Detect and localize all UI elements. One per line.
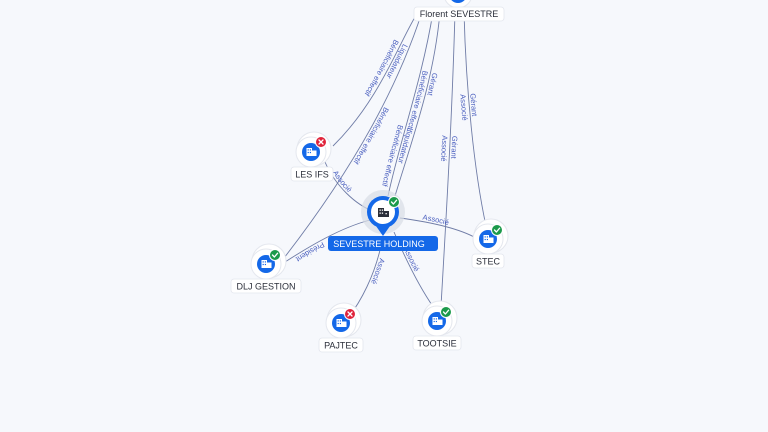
building-icon [336, 319, 347, 327]
node-label: LES IFS [295, 170, 329, 180]
node-sevestre-holding[interactable]: SEVESTRE HOLDING [328, 190, 438, 251]
edge-florent-tootsie[interactable] [440, 11, 456, 307]
building-icon [483, 235, 494, 243]
edge-label: Président [293, 240, 326, 264]
node-pajtec[interactable]: PAJTEC [318, 302, 364, 353]
edge-label: Associé [369, 257, 387, 285]
node-label-bg [471, 253, 505, 269]
node-label-bg [318, 337, 364, 353]
edge-florent-holding-2[interactable] [394, 11, 441, 197]
edge-label: Bénéficiaire effectif [351, 106, 391, 167]
pin-tip [376, 226, 390, 236]
edge-label: Gérant [468, 93, 479, 118]
status-inactive-icon [344, 308, 356, 320]
node-label: DLJ GESTION [236, 282, 295, 292]
node-label: STEC [476, 257, 501, 267]
status-inactive-icon [315, 136, 327, 148]
building-icon [432, 317, 443, 325]
node-florent-sevestre[interactable]: Florent SEVESTRE [413, 0, 505, 22]
node-label: TOOTSIE [417, 339, 456, 349]
node-dlj-gestion[interactable]: DLJ GESTION [230, 243, 302, 294]
node-label: SEVESTRE HOLDING [333, 239, 425, 249]
node-label-bg [328, 236, 438, 251]
node-stec[interactable]: STEC [471, 218, 509, 269]
node-label: Florent SEVESTRE [420, 9, 499, 19]
building-icon [378, 208, 389, 217]
node-label: PAJTEC [324, 341, 358, 351]
edge-label: Gérant [449, 136, 459, 160]
edge-florent-lesifs[interactable] [332, 11, 419, 147]
node-label-bg [230, 278, 302, 294]
building-icon [306, 148, 317, 156]
node-les-ifs[interactable]: LES IFS [290, 131, 334, 182]
edge-florent-holding-1[interactable] [387, 11, 434, 197]
node-label-bg [290, 166, 334, 182]
edge-holding-stec[interactable] [399, 217, 477, 239]
person-icon [451, 0, 465, 3]
edge-florent-dlj[interactable] [283, 11, 423, 259]
edge-label: Associé [458, 94, 469, 121]
building-icon [261, 260, 272, 268]
edge-holding-dlj[interactable] [284, 219, 371, 263]
edge-label: Associé [331, 169, 354, 194]
status-active-icon [388, 196, 400, 208]
status-active-icon [269, 249, 281, 261]
node-label-bg [413, 6, 505, 22]
status-active-icon [440, 306, 452, 318]
status-active-icon [491, 224, 503, 236]
node-label-bg [412, 335, 462, 351]
edge-florent-stec[interactable] [463, 11, 487, 227]
node-tootsie[interactable]: TOOTSIE [412, 300, 462, 351]
edge-label: Associé [439, 135, 449, 162]
